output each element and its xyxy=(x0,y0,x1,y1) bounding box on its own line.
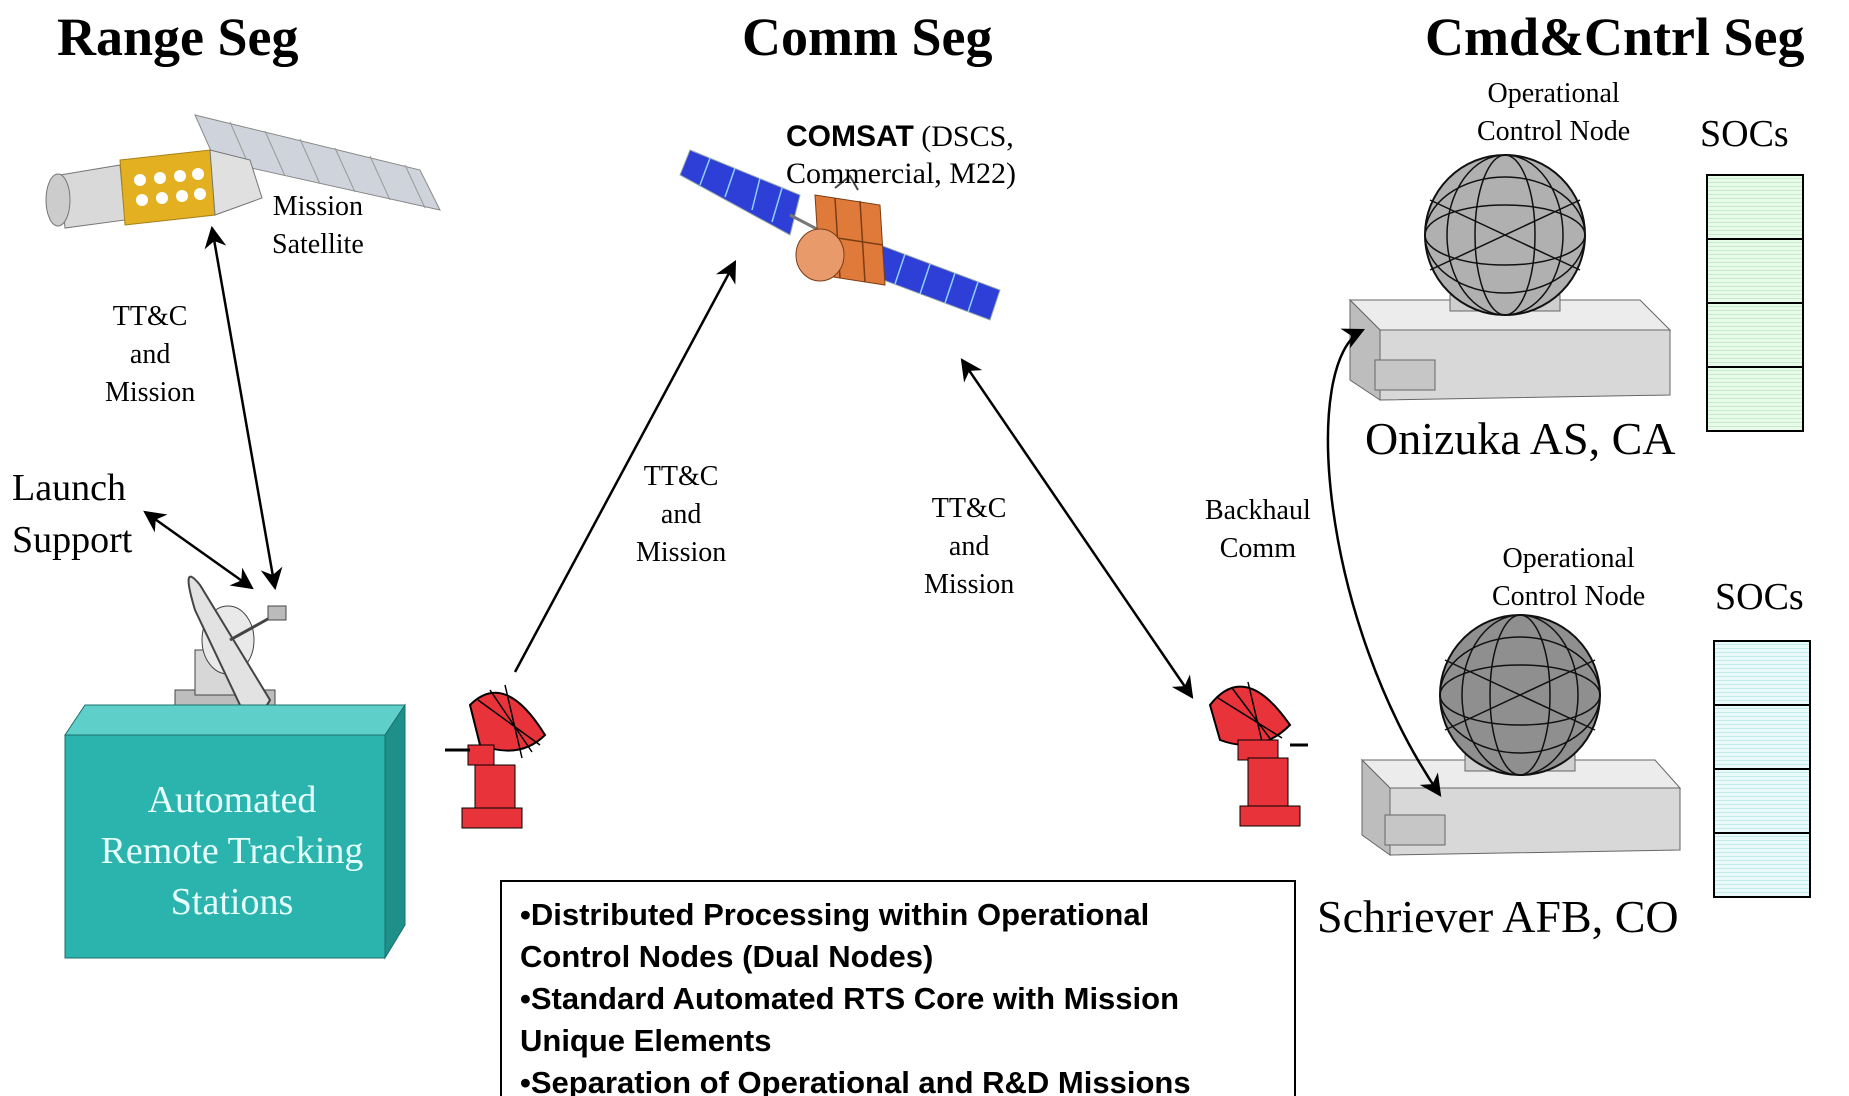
note-line: Unique Elements xyxy=(520,1023,772,1058)
note-line: Control Nodes (Dual Nodes) xyxy=(520,939,934,974)
note-line: •Standard Automated RTS Core with Missio… xyxy=(520,981,1180,1016)
soc-cell xyxy=(1715,770,1809,834)
soc-cell xyxy=(1715,642,1809,706)
node-label-top: Operational Control Node xyxy=(1477,78,1631,147)
comsat-icon xyxy=(679,149,1001,321)
note-line: •Distributed Processing within Operation… xyxy=(520,897,1150,932)
soc-cell xyxy=(1715,706,1809,770)
socs-top-title: SOCs xyxy=(1700,113,1789,155)
downlink-ttc-label: TT&C and Mission xyxy=(924,493,1015,600)
soc-cell xyxy=(1715,834,1809,896)
notes-box: •Distributed Processing within Operation… xyxy=(500,880,1296,1096)
socs-top-stack xyxy=(1706,174,1804,432)
link-arrows xyxy=(143,225,1442,797)
arrow-mission-sat-to-station xyxy=(204,225,283,591)
site-schriever: Schriever AFB, CO xyxy=(1317,891,1679,942)
soc-cell xyxy=(1708,176,1802,240)
comm-antenna-left-icon xyxy=(445,684,547,829)
mission-satellite-icon xyxy=(45,114,441,229)
range-ttc-label: TT&C and Mission xyxy=(105,301,196,408)
socs-bottom-stack xyxy=(1713,640,1811,898)
station-box-shape xyxy=(64,703,406,960)
control-node-top-icon xyxy=(1348,154,1672,401)
launch-support-label: Launch Support xyxy=(12,467,133,561)
cmd-seg-title: Cmd&Cntrl Seg xyxy=(1425,7,1805,67)
comsat-label: COMSAT (DSCS, Commercial, M22) xyxy=(786,120,1016,190)
arrow-comsat-downlink xyxy=(960,358,1194,699)
socs-bottom-title: SOCs xyxy=(1715,576,1804,618)
range-seg-title: Range Seg xyxy=(57,7,299,67)
arrow-uplink-comsat xyxy=(513,260,737,673)
soc-cell xyxy=(1708,240,1802,304)
mission-satellite-label: Mission Satellite xyxy=(272,191,364,260)
soc-cell xyxy=(1708,304,1802,368)
node-label-bottom: Operational Control Node xyxy=(1492,543,1646,612)
station-box-label: Automated Remote Tracking Stations xyxy=(100,779,364,923)
arrow-launch-support xyxy=(143,510,254,590)
arrow-backhaul xyxy=(1326,328,1442,797)
note-line: •Separation of Operational and R&D Missi… xyxy=(520,1065,1191,1096)
uplink-ttc-label: TT&C and Mission xyxy=(636,461,727,568)
comm-seg-title: Comm Seg xyxy=(742,7,993,67)
site-onizuka: Onizuka AS, CA xyxy=(1365,413,1676,464)
soc-cell xyxy=(1708,368,1802,430)
backhaul-comm-label: Backhaul Comm xyxy=(1205,495,1311,564)
control-node-bottom-icon xyxy=(1360,614,1682,856)
comm-antenna-right-icon xyxy=(1208,681,1308,827)
